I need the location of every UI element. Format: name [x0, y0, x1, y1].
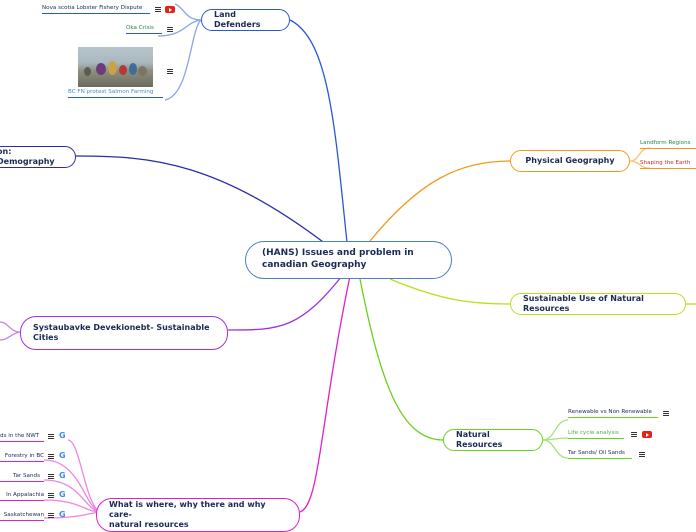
central-topic[interactable]: (HANS) Issues and problem in canadian Ge…	[245, 241, 452, 279]
leaf-nova-scotia[interactable]: Nova scotia Lobster Fishery Dispute	[42, 5, 150, 14]
leaf-nwt[interactable]: ds in the NWT	[0, 433, 44, 442]
youtube-icon[interactable]	[165, 6, 175, 13]
leaf-label: Saskatchewan	[4, 512, 44, 518]
link-nr-sub	[543, 420, 568, 458]
leaf-label: Shaping the Earth	[640, 160, 690, 166]
topic-label: Sustainable Use of Natural Resources	[523, 294, 673, 314]
google-icon[interactable]: G	[59, 432, 66, 440]
leaf-label: Tar Sands	[13, 473, 40, 479]
link-physical-geography	[370, 161, 510, 241]
leaf-oka-crisis[interactable]: Oka Crisis	[126, 25, 162, 34]
leaf-label: Life cycle analysis	[568, 430, 619, 436]
menu-icon[interactable]	[167, 27, 173, 32]
leaf-life-cycle[interactable]: Life cycle analysis	[568, 430, 624, 439]
leaf-appalachia[interactable]: In Appalachia	[0, 492, 44, 501]
link-sustainable-use	[390, 279, 510, 304]
leaf-label: BC FN protest Salmon Farming	[68, 89, 153, 95]
leaf-landform-regions[interactable]: Landform Regions	[640, 140, 696, 149]
leaf-label: Tar Sands/ Oil Sands	[568, 450, 625, 456]
leaf-label: Forestry in BC	[5, 453, 44, 459]
leaf-shaping-earth[interactable]: Shaping the Earth	[640, 160, 696, 169]
leaf-label: In Appalachia	[6, 492, 44, 498]
menu-icon[interactable]	[631, 432, 637, 437]
leaf-tar-oil-sands[interactable]: Tar Sands/ Oil Sands	[568, 450, 632, 459]
link-sc-sub	[0, 322, 20, 340]
topic-what-is-where[interactable]: What is where, why there and why care- n…	[96, 498, 300, 532]
topic-demography[interactable]: on: Demography	[0, 146, 76, 168]
central-topic-line-1: (HANS) Issues and problem in	[262, 247, 435, 259]
topic-sustainable-cities[interactable]: Systaubavke Devekionebt- Sustainable Cit…	[20, 316, 228, 350]
youtube-icon[interactable]	[642, 431, 652, 438]
google-icon[interactable]: G	[59, 511, 66, 519]
topic-sustainable-use[interactable]: Sustainable Use of Natural Resources	[510, 293, 686, 315]
topic-land-defenders[interactable]: Land Defenders	[201, 9, 290, 31]
leaf-label: Landform Regions	[640, 140, 691, 146]
menu-icon[interactable]	[663, 411, 669, 416]
central-topic-line-2: canadian Geography	[262, 259, 435, 271]
topic-label: Physical Geography	[525, 156, 614, 166]
menu-icon[interactable]	[48, 493, 54, 498]
leaf-label: Nova scotia Lobster Fishery Dispute	[42, 5, 142, 11]
leaf-bc-fn-protest[interactable]: BC FN protest Salmon Farming	[68, 89, 163, 98]
bc-fn-protest-photo[interactable]	[78, 47, 153, 87]
link-sustainable-cities	[228, 272, 345, 330]
google-icon[interactable]: G	[59, 491, 66, 499]
menu-icon[interactable]	[48, 513, 54, 518]
menu-icon[interactable]	[48, 454, 54, 459]
menu-icon[interactable]	[48, 434, 54, 439]
google-icon[interactable]: G	[59, 472, 66, 480]
leaf-renewable[interactable]: Renewable vs Non Renewable	[568, 409, 658, 418]
topic-label-line-1: Systaubavke Devekionebt- Sustainable	[33, 323, 210, 333]
menu-icon[interactable]	[167, 69, 173, 74]
topic-label-line-1: What is where, why there and why care-	[109, 500, 287, 520]
menu-icon[interactable]	[639, 452, 645, 457]
leaf-tar-sands[interactable]: Tar Sands	[0, 473, 44, 482]
topic-label: on: Demography	[0, 147, 63, 167]
leaf-label: ds in the NWT	[0, 433, 39, 439]
topic-natural-resources[interactable]: Natural Resources	[443, 429, 543, 451]
topic-label: Land Defenders	[214, 10, 277, 30]
link-ww-sub	[44, 440, 100, 518]
link-land-defenders	[290, 20, 348, 252]
leaf-label: Oka Crisis	[126, 25, 154, 31]
menu-icon[interactable]	[48, 474, 54, 479]
topic-physical-geography[interactable]: Physical Geography	[510, 150, 630, 172]
google-icon[interactable]: G	[59, 452, 66, 460]
menu-icon[interactable]	[155, 7, 161, 12]
leaf-forestry-bc[interactable]: Forestry in BC	[0, 453, 44, 462]
topic-label-line-2: natural resources	[109, 520, 189, 530]
link-natural-resources	[360, 279, 443, 440]
topic-label: Natural Resources	[456, 430, 530, 450]
topic-label-line-2: Cities	[33, 333, 58, 343]
leaf-label: Renewable vs Non Renewable	[568, 409, 652, 415]
link-land-sub	[158, 4, 201, 100]
